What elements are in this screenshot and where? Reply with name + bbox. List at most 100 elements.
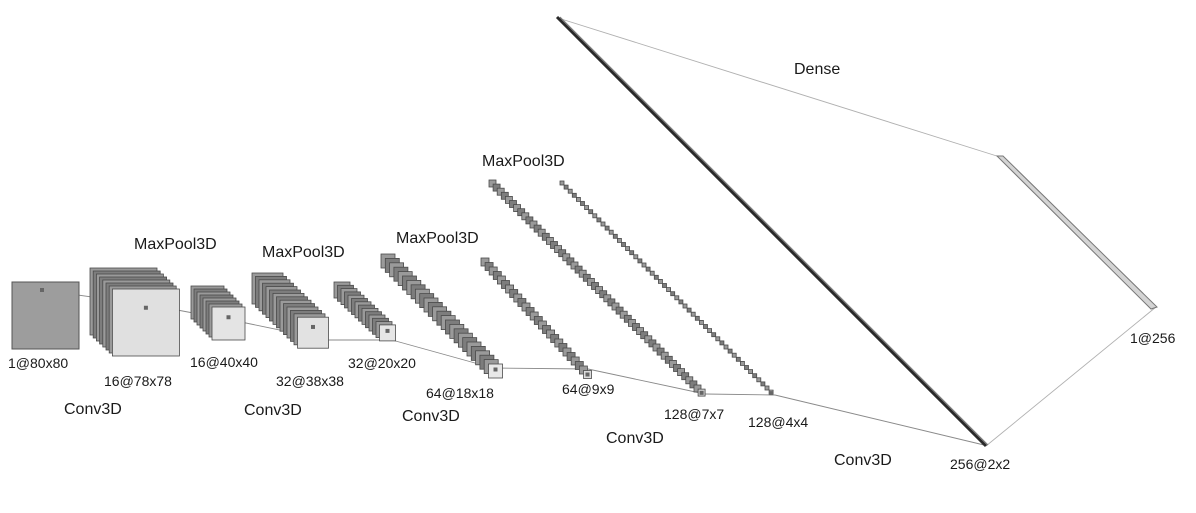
feature-map-slice [591, 282, 599, 290]
feature-map-slice [576, 196, 581, 202]
feature-map-slice [693, 384, 702, 393]
feature-map-slice [727, 348, 733, 354]
kernel-marker [769, 391, 774, 396]
feature-map-slice [550, 241, 558, 249]
feature-map-slice [625, 246, 630, 252]
feature-map-slice [623, 314, 632, 323]
feature-map-slice [571, 192, 577, 198]
feature-map-slice [529, 220, 538, 229]
input-layer-block [11, 281, 80, 350]
feature-map-slice [619, 310, 628, 319]
feature-map-slice [711, 332, 717, 338]
feature-map-slice [645, 266, 651, 272]
feature-map-slice [662, 283, 667, 288]
feature-map-slice [632, 323, 640, 331]
feature-map-slice [611, 302, 620, 311]
connector-p4-c5 [774, 394, 985, 446]
feature-map-slice [673, 364, 681, 372]
feature-map-slice [621, 242, 626, 247]
layer-shape-label-input: 1@80x80 [8, 355, 68, 371]
feature-map-slice [636, 327, 644, 336]
feature-map-slice [582, 273, 591, 282]
feature-map-slice [707, 328, 712, 334]
feature-map-slice [488, 179, 497, 188]
conv2-stack [251, 272, 329, 349]
feature-map-slice [615, 306, 624, 315]
feature-map-slice [682, 303, 688, 309]
conv5-stack [555, 15, 989, 448]
dense-label: Dense [794, 61, 840, 78]
conv4-stack [488, 179, 706, 397]
op-label-pool1: MaxPool3D [134, 236, 217, 253]
feature-map-slice [592, 213, 598, 219]
kernel-marker [385, 328, 390, 333]
feature-map-slice [637, 258, 643, 264]
feature-map-slice [748, 369, 753, 375]
feature-map-slice [596, 217, 602, 223]
feature-map-slice [595, 286, 603, 295]
pool1-stack [190, 285, 246, 341]
feature-map-slice [715, 336, 721, 342]
feature-map-slice [554, 245, 562, 254]
feature-map-slice [644, 335, 653, 344]
feature-map-slice [500, 191, 509, 200]
feature-map-slice [735, 356, 741, 362]
feature-map-slice [760, 381, 766, 387]
shape-labels: 1@80x80 16@78x78 16@40x40 32@38x38 32@20… [8, 330, 1176, 472]
feature-map-slice [670, 291, 676, 297]
feature-map-slice [517, 208, 526, 217]
feature-map-slice [588, 209, 594, 215]
feature-map-slice [764, 385, 770, 391]
feature-map-slice [509, 200, 517, 208]
feature-map-slice [563, 184, 569, 190]
feature-map-slice [599, 290, 608, 299]
feature-map-slice [649, 270, 655, 276]
feature-map-slice [211, 306, 246, 341]
feature-map-slice [570, 261, 579, 270]
kernel-marker [585, 372, 590, 377]
layer-shape-label-p1: 16@40x40 [190, 354, 258, 370]
feature-map-slice [492, 183, 501, 192]
feature-map-slice [546, 236, 554, 245]
layer-shape-label-c2: 32@38x38 [276, 373, 344, 389]
feature-map-slice [752, 373, 758, 379]
feature-map-slice [719, 340, 725, 346]
feature-map-slice [558, 249, 567, 258]
feature-map-slice [652, 343, 661, 352]
feature-map-slice [604, 225, 610, 231]
feature-map-slice [740, 360, 745, 366]
feature-map-slice [641, 262, 647, 268]
feature-map-slice [703, 324, 708, 329]
feature-map-slice [521, 212, 530, 221]
feature-map-slice [574, 265, 583, 274]
feature-map-slice [689, 380, 698, 389]
feature-map-slice [666, 287, 671, 293]
pool3-stack [480, 257, 592, 379]
op-label-conv3: Conv3D [402, 408, 460, 425]
feature-map-slice [744, 365, 749, 370]
pool2-stack [333, 281, 396, 342]
feature-map-slice [633, 254, 639, 260]
connector-p3-c4 [587, 368, 706, 395]
conv1-stack [89, 267, 180, 357]
connection-lines [41, 17, 1157, 447]
feature-map-slice [690, 311, 696, 317]
feature-map-slice [629, 250, 635, 256]
feature-map-slice [658, 278, 663, 284]
feature-map-slice [537, 228, 546, 237]
feature-map-slice [681, 372, 690, 381]
layer-shape-label-c1: 16@78x78 [104, 373, 172, 389]
op-label-pool2: MaxPool3D [262, 244, 345, 261]
feature-map-slice [664, 355, 673, 364]
pool4-stack [559, 180, 774, 396]
feature-map-slice [580, 201, 585, 206]
operation-labels: Conv3D MaxPool3D Conv3D MaxPool3D Conv3D… [64, 61, 892, 469]
feature-map-slice [584, 205, 589, 211]
feature-map-slice [525, 216, 534, 225]
feature-map-slice [656, 347, 665, 356]
layer-shape-label-out: 1@256 [1130, 330, 1176, 346]
feature-map-slice [756, 377, 762, 383]
feature-map-slice [678, 299, 684, 305]
feature-map-slice [640, 331, 649, 340]
